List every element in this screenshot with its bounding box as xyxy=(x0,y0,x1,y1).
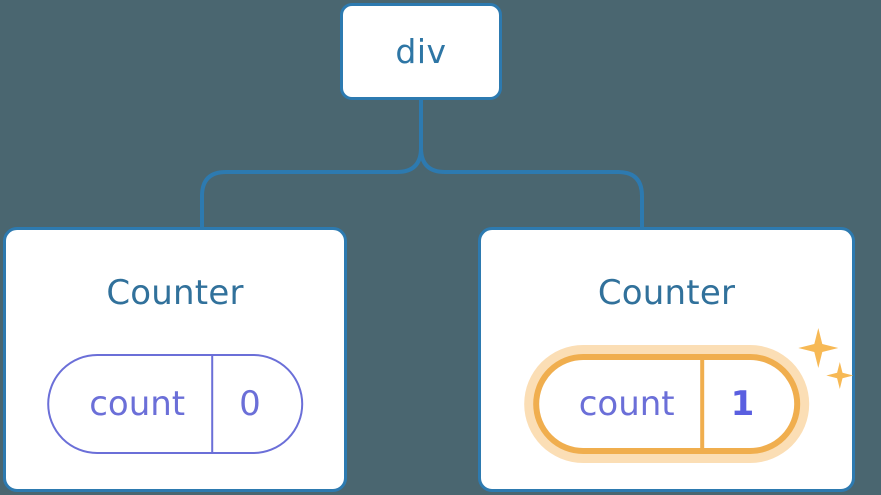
component-card-counter-left[interactable]: Counter count 0 xyxy=(3,227,347,492)
state-pill-count-updated[interactable]: count 1 xyxy=(532,328,854,454)
four-point-star-small-icon xyxy=(826,362,854,389)
state-pill-value-cell: 0 xyxy=(213,356,301,452)
state-pill-count[interactable]: count 0 xyxy=(47,354,303,454)
component-title: Counter xyxy=(597,273,736,313)
state-key-label: count xyxy=(578,384,675,424)
four-point-star-icon xyxy=(798,328,839,368)
component-card-counter-right[interactable]: Counter count 1 xyxy=(478,227,855,492)
state-pill-body: count 1 xyxy=(532,354,801,454)
state-pill-body: count 0 xyxy=(47,354,303,454)
sparkle-group xyxy=(796,328,858,398)
state-value-label: 0 xyxy=(239,384,261,424)
connector-right-branch xyxy=(419,98,644,231)
state-pill-value-cell: 1 xyxy=(705,360,795,448)
state-value-label: 1 xyxy=(730,384,755,424)
connector-left-branch xyxy=(200,98,423,231)
state-key-label: count xyxy=(89,384,186,424)
state-pill-key-cell: count xyxy=(49,356,214,452)
root-node-div[interactable]: div xyxy=(340,3,502,100)
root-node-label: div xyxy=(395,32,447,71)
state-pill-key-cell: count xyxy=(539,360,705,448)
component-title: Counter xyxy=(106,273,244,313)
